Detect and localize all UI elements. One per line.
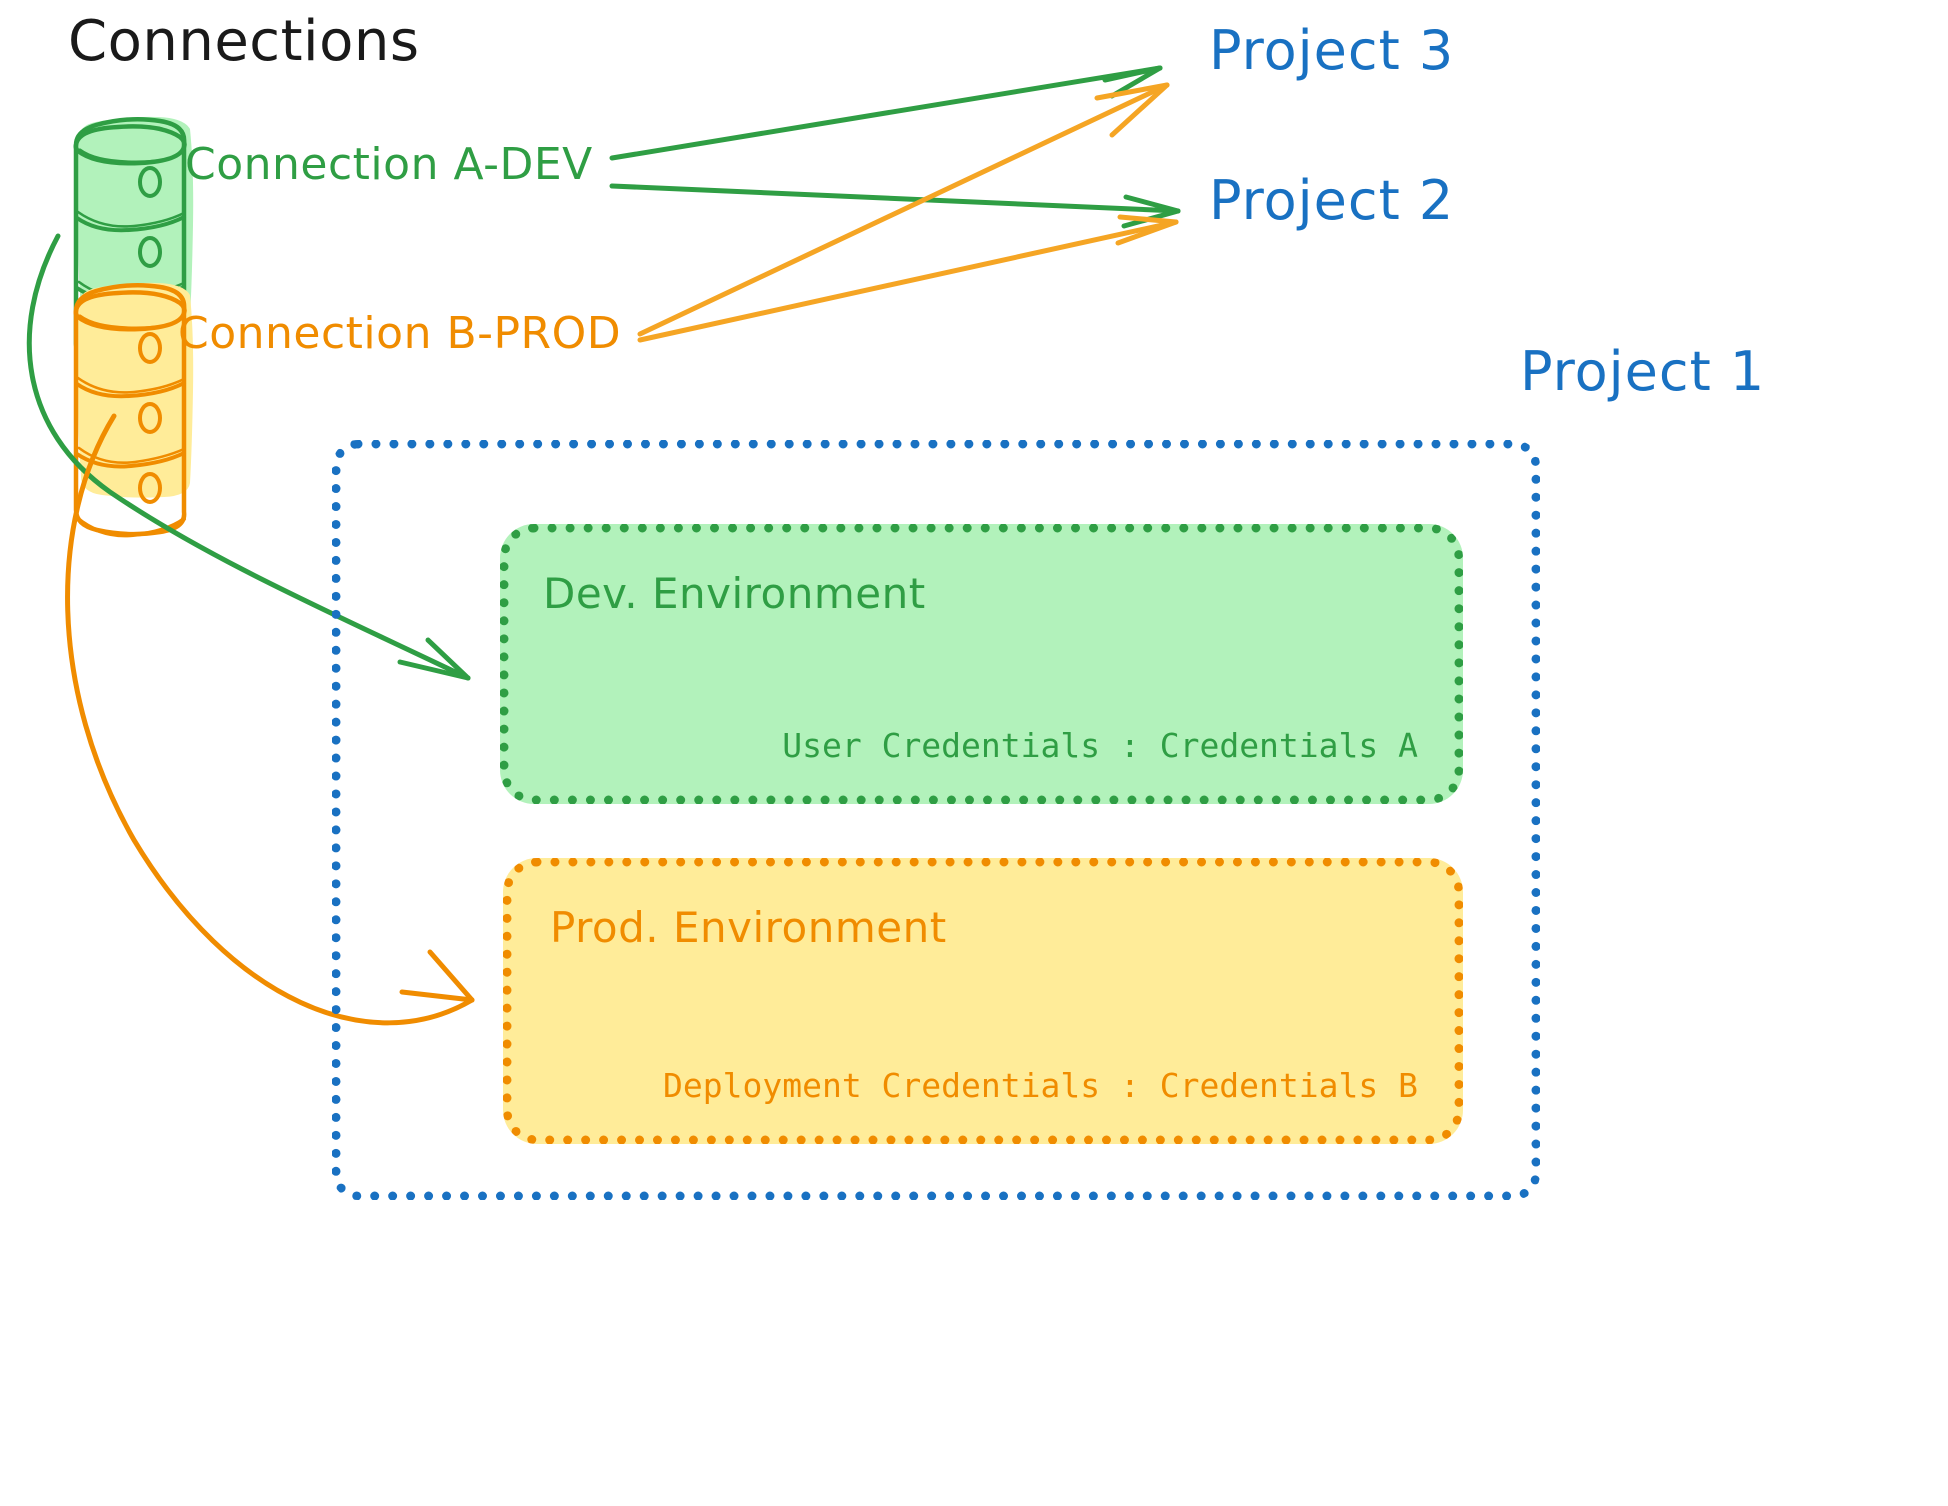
database-cylinder-icon-b-prod	[73, 282, 194, 538]
project-1-container	[332, 440, 1540, 1200]
dev-environment-box[interactable]: Dev. Environment User Credentials : Cred…	[500, 524, 1463, 804]
edge-b-prod-to-prod-environment	[65, 413, 475, 1026]
edge-b-prod-to-project-2	[637, 214, 1179, 343]
dev-environment-title: Dev. Environment	[543, 569, 926, 618]
prod-environment-title: Prod. Environment	[550, 903, 947, 952]
dev-environment-credentials: User Credentials : Credentials A	[782, 726, 1418, 765]
connection-label-a-dev[interactable]: Connection A-DEV	[185, 139, 593, 190]
edge-a-dev-to-project-2	[609, 183, 1181, 229]
page-title: Connections	[68, 9, 420, 74]
project-label-project-1[interactable]: Project 1	[1520, 340, 1766, 403]
project-label-project-2[interactable]: Project 2	[1209, 169, 1455, 232]
prod-environment-credentials: Deployment Credentials : Credentials B	[663, 1066, 1418, 1105]
edge-b-prod-to-project-3	[637, 82, 1170, 337]
connection-label-b-prod[interactable]: Connection B-PROD	[178, 308, 622, 359]
project-label-project-3[interactable]: Project 3	[1209, 19, 1455, 82]
edge-a-dev-to-project-3	[609, 65, 1163, 161]
edge-a-dev-to-dev-environment	[26, 233, 471, 681]
prod-environment-box[interactable]: Prod. Environment Deployment Credentials…	[503, 858, 1463, 1144]
